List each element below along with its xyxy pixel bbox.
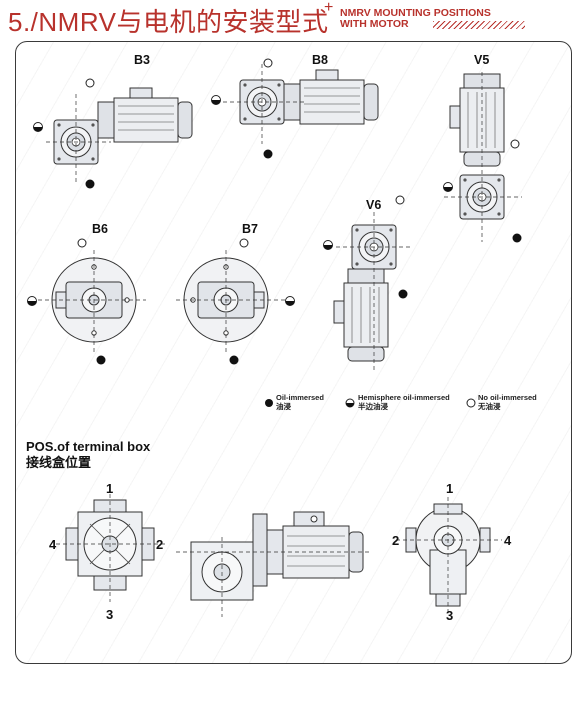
page-title: 5./NMRV与电机的安装型式 [8,7,329,37]
terminal-right-pos-4: 4 [504,533,512,548]
terminal-right-view: 1 2 3 4 [392,481,512,623]
terminal-box-title-en: POS.of terminal box [26,439,151,454]
page-title-english: + NMRV MOUNTING POSITIONS WITH MOTOR [324,0,491,30]
v5-no-oil-plug-icon [510,139,520,149]
terminal-right-pos-2: 2 [392,533,399,548]
b8-label: B8 [312,53,328,67]
legend-half-en: Hemisphere oil-immersed [358,393,450,402]
b7-no-oil-plug-icon [239,238,249,248]
b7-label: B7 [242,222,258,236]
title-en-line2: WITH MOTOR [340,18,409,30]
terminal-center-view [176,511,371,617]
legend-oil-icon [265,399,273,407]
legend-half-cn: 半边油浸 [358,401,388,411]
b7-oil-plug-icon [229,355,239,365]
terminal-right-pos-3: 3 [446,608,453,623]
legend-oil-en: Oil-immersed [276,393,324,402]
b6-position: B6 [27,222,146,365]
terminal-left-pos-1: 1 [106,481,113,496]
oil-legend: Oil-immersed 油浸 Hemisphere oil-immersed … [265,393,537,411]
b8-no-oil-plug-icon [263,58,273,68]
b6-oil-plug-icon [96,355,106,365]
b3-no-oil-plug-icon [85,78,95,88]
b8-oil-plug-icon [263,149,273,159]
v5-position: V5 [443,53,522,243]
v6-position: V6 [323,195,412,372]
b7-position: B7 [176,222,295,365]
b3-label: B3 [134,53,150,67]
v6-label: V6 [366,198,381,212]
plus-mark: + [324,0,334,16]
terminal-left-pos-3: 3 [106,607,113,622]
b8-position: B8 [211,53,379,159]
mounting-diagram-panel: B3 B8 V5 V6 [15,41,572,664]
b6-label: B6 [92,222,108,236]
title-en-line1: NMRV MOUNTING POSITIONS [340,7,491,19]
mounting-diagram: B3 B8 V5 V6 [26,53,537,623]
v5-label: V5 [474,53,489,67]
terminal-left-pos-4: 4 [49,537,57,552]
v5-oil-plug-icon [512,233,522,243]
terminal-right-pos-1: 1 [446,481,453,496]
b3-position: B3 [33,53,193,189]
v6-oil-plug-icon [398,289,408,299]
legend-no-oil-icon [466,398,476,408]
terminal-box-title-cn: 接线盒位置 [26,455,91,470]
v6-no-oil-plug-icon [395,195,405,205]
terminal-left-pos-2: 2 [156,537,163,552]
terminal-left-view: 1 2 3 4 [49,481,166,622]
legend-none-cn: 无油浸 [477,401,501,411]
b3-oil-plug-icon [85,179,95,189]
b6-no-oil-plug-icon [77,238,87,248]
legend-none-en: No oil-immersed [478,393,537,402]
title-hatch-decoration [433,21,525,29]
legend-oil-cn: 油浸 [276,401,291,411]
